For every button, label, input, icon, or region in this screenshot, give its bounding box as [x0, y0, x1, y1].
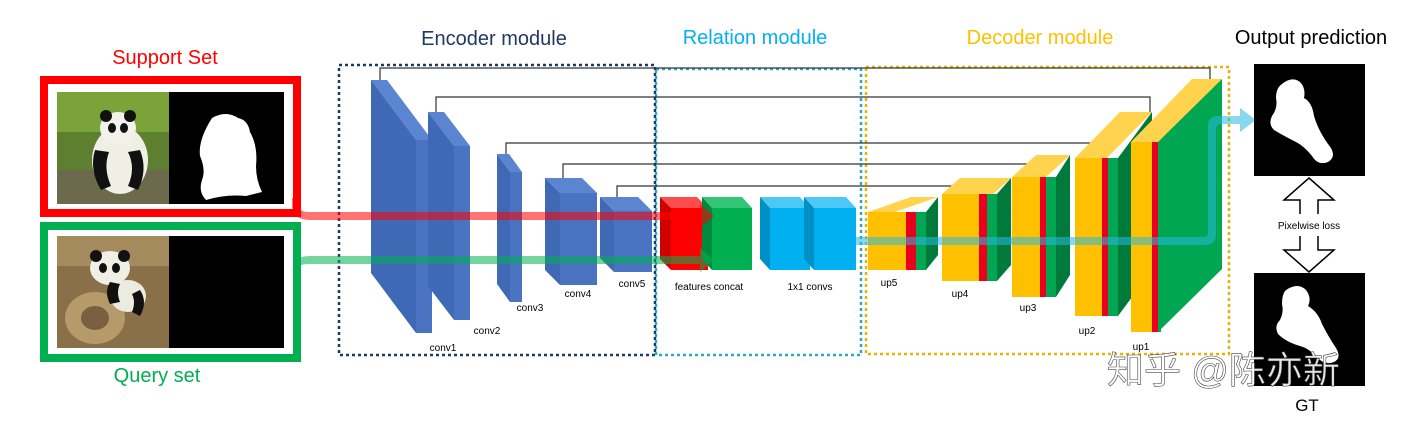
- encoder-title: Encoder module: [421, 28, 567, 50]
- output-flow-arrow: [856, 108, 1256, 245]
- output-prediction-mask: [1254, 64, 1365, 176]
- block-labels: conv1 conv2 conv3 conv4 conv5 features c…: [430, 278, 1150, 354]
- label-conv4: conv4: [565, 289, 592, 300]
- query-title: Query set: [114, 365, 201, 387]
- convs-1x1-block: [760, 197, 856, 270]
- query-mask: [169, 236, 284, 348]
- gt-mask: [1254, 273, 1365, 386]
- conv1-block: [371, 80, 432, 333]
- label-convs-1x1: 1x1 convs: [787, 282, 832, 293]
- encoder-blocks: [371, 80, 652, 333]
- relation-title: Relation module: [683, 27, 828, 49]
- label-features-concat: features concat: [675, 282, 744, 293]
- label-up3: up3: [1020, 303, 1037, 314]
- gt-title: GT: [1295, 396, 1319, 415]
- output-title: Output prediction: [1235, 27, 1387, 49]
- label-up2: up2: [1079, 326, 1096, 337]
- support-image: [57, 92, 169, 204]
- relation-module-box: [654, 67, 863, 357]
- pixelwise-loss-label: Pixelwise loss: [1278, 221, 1340, 232]
- query-image: [57, 236, 169, 348]
- watermark: 知乎 @陈亦新: [1107, 350, 1340, 391]
- decoder-title: Decoder module: [967, 27, 1114, 49]
- conv3-block: [497, 154, 522, 302]
- encoder-module-box: [337, 63, 657, 357]
- query-set: [40, 222, 301, 362]
- support-flow-arrow: [292, 198, 714, 228]
- label-conv1: conv1: [430, 343, 457, 354]
- decoder-blocks: [868, 79, 1222, 332]
- up5-block: [868, 197, 938, 270]
- label-up4: up4: [952, 289, 969, 300]
- conv2-block: [428, 112, 470, 320]
- up4-block: [942, 178, 1011, 281]
- conv4-block: [545, 178, 597, 285]
- decoder-module-box: [864, 65, 1231, 356]
- label-up1: up1: [1133, 342, 1150, 353]
- support-mask: [169, 92, 284, 204]
- query-flow-arrow: [298, 248, 714, 272]
- label-up5: up5: [881, 278, 898, 289]
- label-conv3: conv3: [517, 303, 544, 314]
- label-conv2: conv2: [474, 326, 501, 337]
- label-conv5: conv5: [619, 279, 646, 290]
- up3-block: [1012, 155, 1070, 297]
- support-title: Support Set: [112, 47, 218, 69]
- pixelwise-loss-arrow: Pixelwise loss: [1268, 177, 1350, 273]
- support-set: [40, 76, 301, 217]
